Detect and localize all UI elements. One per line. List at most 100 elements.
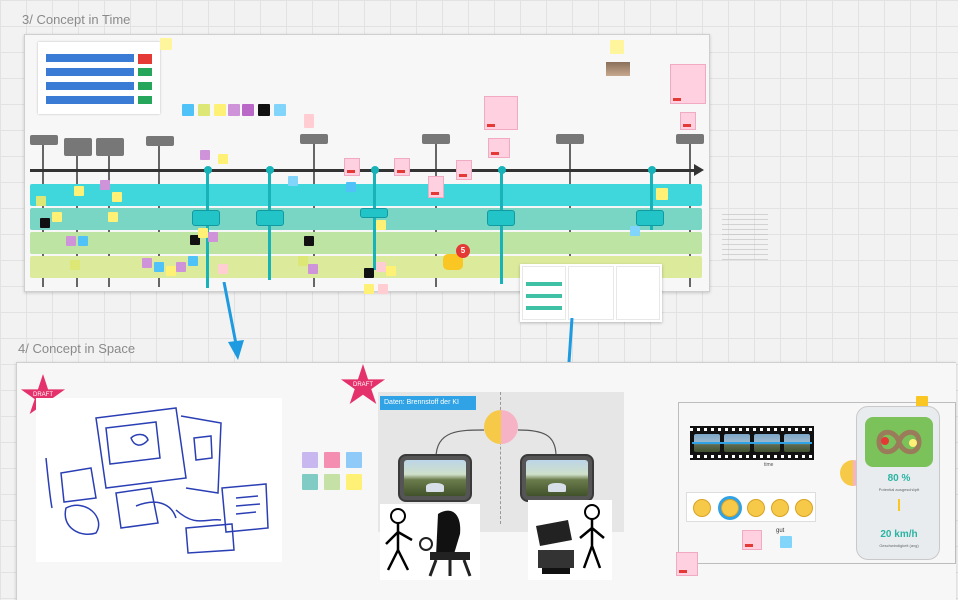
timeline-milestone[interactable] [96, 138, 124, 156]
sticky-note[interactable] [36, 196, 46, 206]
sticky-note[interactable] [304, 236, 314, 246]
car-screen-right[interactable] [520, 454, 594, 502]
legend-sticky[interactable] [304, 114, 314, 128]
sticky-note[interactable] [302, 474, 318, 490]
timeline-milestone[interactable] [676, 134, 704, 144]
comment-note[interactable] [484, 96, 518, 130]
milestone-box[interactable] [487, 210, 515, 226]
timeline-milestone[interactable] [146, 136, 174, 146]
sticky-note[interactable] [218, 154, 228, 164]
sticky-note[interactable] [52, 212, 62, 222]
speed-caption: Geschwindigkeit (avg) [879, 543, 919, 548]
sticky-note[interactable] [376, 262, 386, 272]
legend-sticky[interactable] [198, 104, 210, 116]
sketch-image[interactable] [36, 398, 282, 562]
comment-icon[interactable] [443, 254, 463, 270]
sticky-note[interactable] [298, 256, 308, 266]
comment-note[interactable] [680, 112, 696, 130]
legend-sticky[interactable] [228, 104, 240, 116]
timeline-dot[interactable] [648, 166, 656, 174]
sticky-note[interactable] [66, 236, 76, 246]
timeline-dot[interactable] [498, 166, 506, 174]
comment-note[interactable] [456, 160, 472, 180]
arrow-down-left [222, 282, 244, 360]
sticky-note[interactable] [346, 182, 356, 192]
legend-sticky[interactable] [242, 104, 254, 116]
film-progress [692, 442, 812, 444]
sticky-note[interactable] [364, 268, 374, 278]
sticky-note[interactable] [378, 284, 388, 294]
sticky-note[interactable] [324, 474, 340, 490]
sticky-note[interactable] [40, 218, 50, 228]
comment-note[interactable] [428, 176, 444, 198]
comment-note[interactable] [394, 158, 410, 176]
legend-sticky[interactable] [214, 104, 226, 116]
sticky-note[interactable] [218, 264, 228, 274]
timeline-dot[interactable] [371, 166, 379, 174]
sticky-note[interactable] [188, 256, 198, 266]
sticky-note[interactable] [166, 266, 176, 276]
comment-note[interactable] [488, 138, 510, 158]
timeline-milestone[interactable] [556, 134, 584, 144]
timeline-dot[interactable] [266, 166, 274, 174]
overview-document-card[interactable] [38, 42, 160, 114]
sticky-note[interactable] [78, 236, 88, 246]
sticky-note[interactable] [630, 226, 640, 236]
sticky-note[interactable] [656, 188, 668, 200]
swimlane-green[interactable] [30, 232, 702, 254]
sticky-note[interactable] [160, 38, 172, 50]
timeline-dot[interactable] [204, 166, 212, 174]
legend-sticky[interactable] [182, 104, 194, 116]
speed-value: 20 km/h [880, 529, 918, 540]
milestone-box[interactable] [256, 210, 284, 226]
sticky-note[interactable] [100, 180, 110, 190]
photo-thumbnail[interactable] [606, 62, 630, 76]
sticky-note[interactable] [610, 40, 624, 54]
car-screen-left[interactable] [398, 454, 472, 502]
timeline-milestone[interactable] [64, 138, 92, 156]
comment-note[interactable] [676, 552, 698, 576]
sticky-note[interactable] [176, 262, 186, 272]
sticky-note[interactable] [288, 176, 298, 186]
teal-connector [373, 170, 376, 270]
milestone-box[interactable] [636, 210, 664, 226]
swimlane-cyan[interactable] [30, 184, 702, 206]
sticky-note[interactable] [386, 266, 396, 276]
sticky-note[interactable] [324, 452, 340, 468]
sticky-note[interactable] [190, 235, 200, 245]
sticky-note[interactable] [70, 260, 80, 270]
driver-simulator-illustration [380, 504, 480, 580]
sticky-note[interactable] [154, 262, 164, 272]
comment-note[interactable] [344, 158, 360, 176]
sticky-note[interactable] [780, 536, 792, 548]
sticky-note[interactable] [346, 452, 362, 468]
sticky-note[interactable] [346, 474, 362, 490]
comment-note[interactable] [742, 530, 762, 550]
sticky-note[interactable] [112, 192, 122, 202]
sticky-note[interactable] [198, 228, 208, 238]
table-card[interactable] [520, 264, 662, 322]
sticky-note[interactable] [142, 258, 152, 268]
daten-label[interactable]: Daten: Brennstoff der KI [380, 396, 476, 410]
timeline-milestone[interactable] [30, 135, 58, 145]
percent-value: 80 % [887, 473, 911, 484]
notification-badge[interactable]: 5 [456, 244, 470, 258]
sticky-note[interactable] [308, 264, 318, 274]
milestone-box[interactable] [360, 208, 388, 218]
sticky-note[interactable] [302, 452, 318, 468]
sticky-note[interactable] [108, 212, 118, 222]
timeline-milestone[interactable] [422, 134, 450, 144]
sticky-note[interactable] [74, 186, 84, 196]
legend-sticky[interactable] [274, 104, 286, 116]
timeline-milestone[interactable] [300, 134, 328, 144]
milestone-box[interactable] [192, 210, 220, 226]
sticky-note[interactable] [364, 284, 374, 294]
comment-note[interactable] [670, 64, 706, 104]
sticky-note[interactable] [208, 232, 218, 242]
legend-sticky[interactable] [258, 104, 270, 116]
sticky-note[interactable] [376, 220, 386, 230]
sticky-note[interactable] [200, 150, 210, 160]
phone-mockup[interactable]: 80 % Potential ausgeschöpft 20 km/h Gesc… [856, 406, 940, 560]
sticky-note[interactable] [916, 396, 928, 408]
emoji-rating-row[interactable] [686, 492, 816, 522]
